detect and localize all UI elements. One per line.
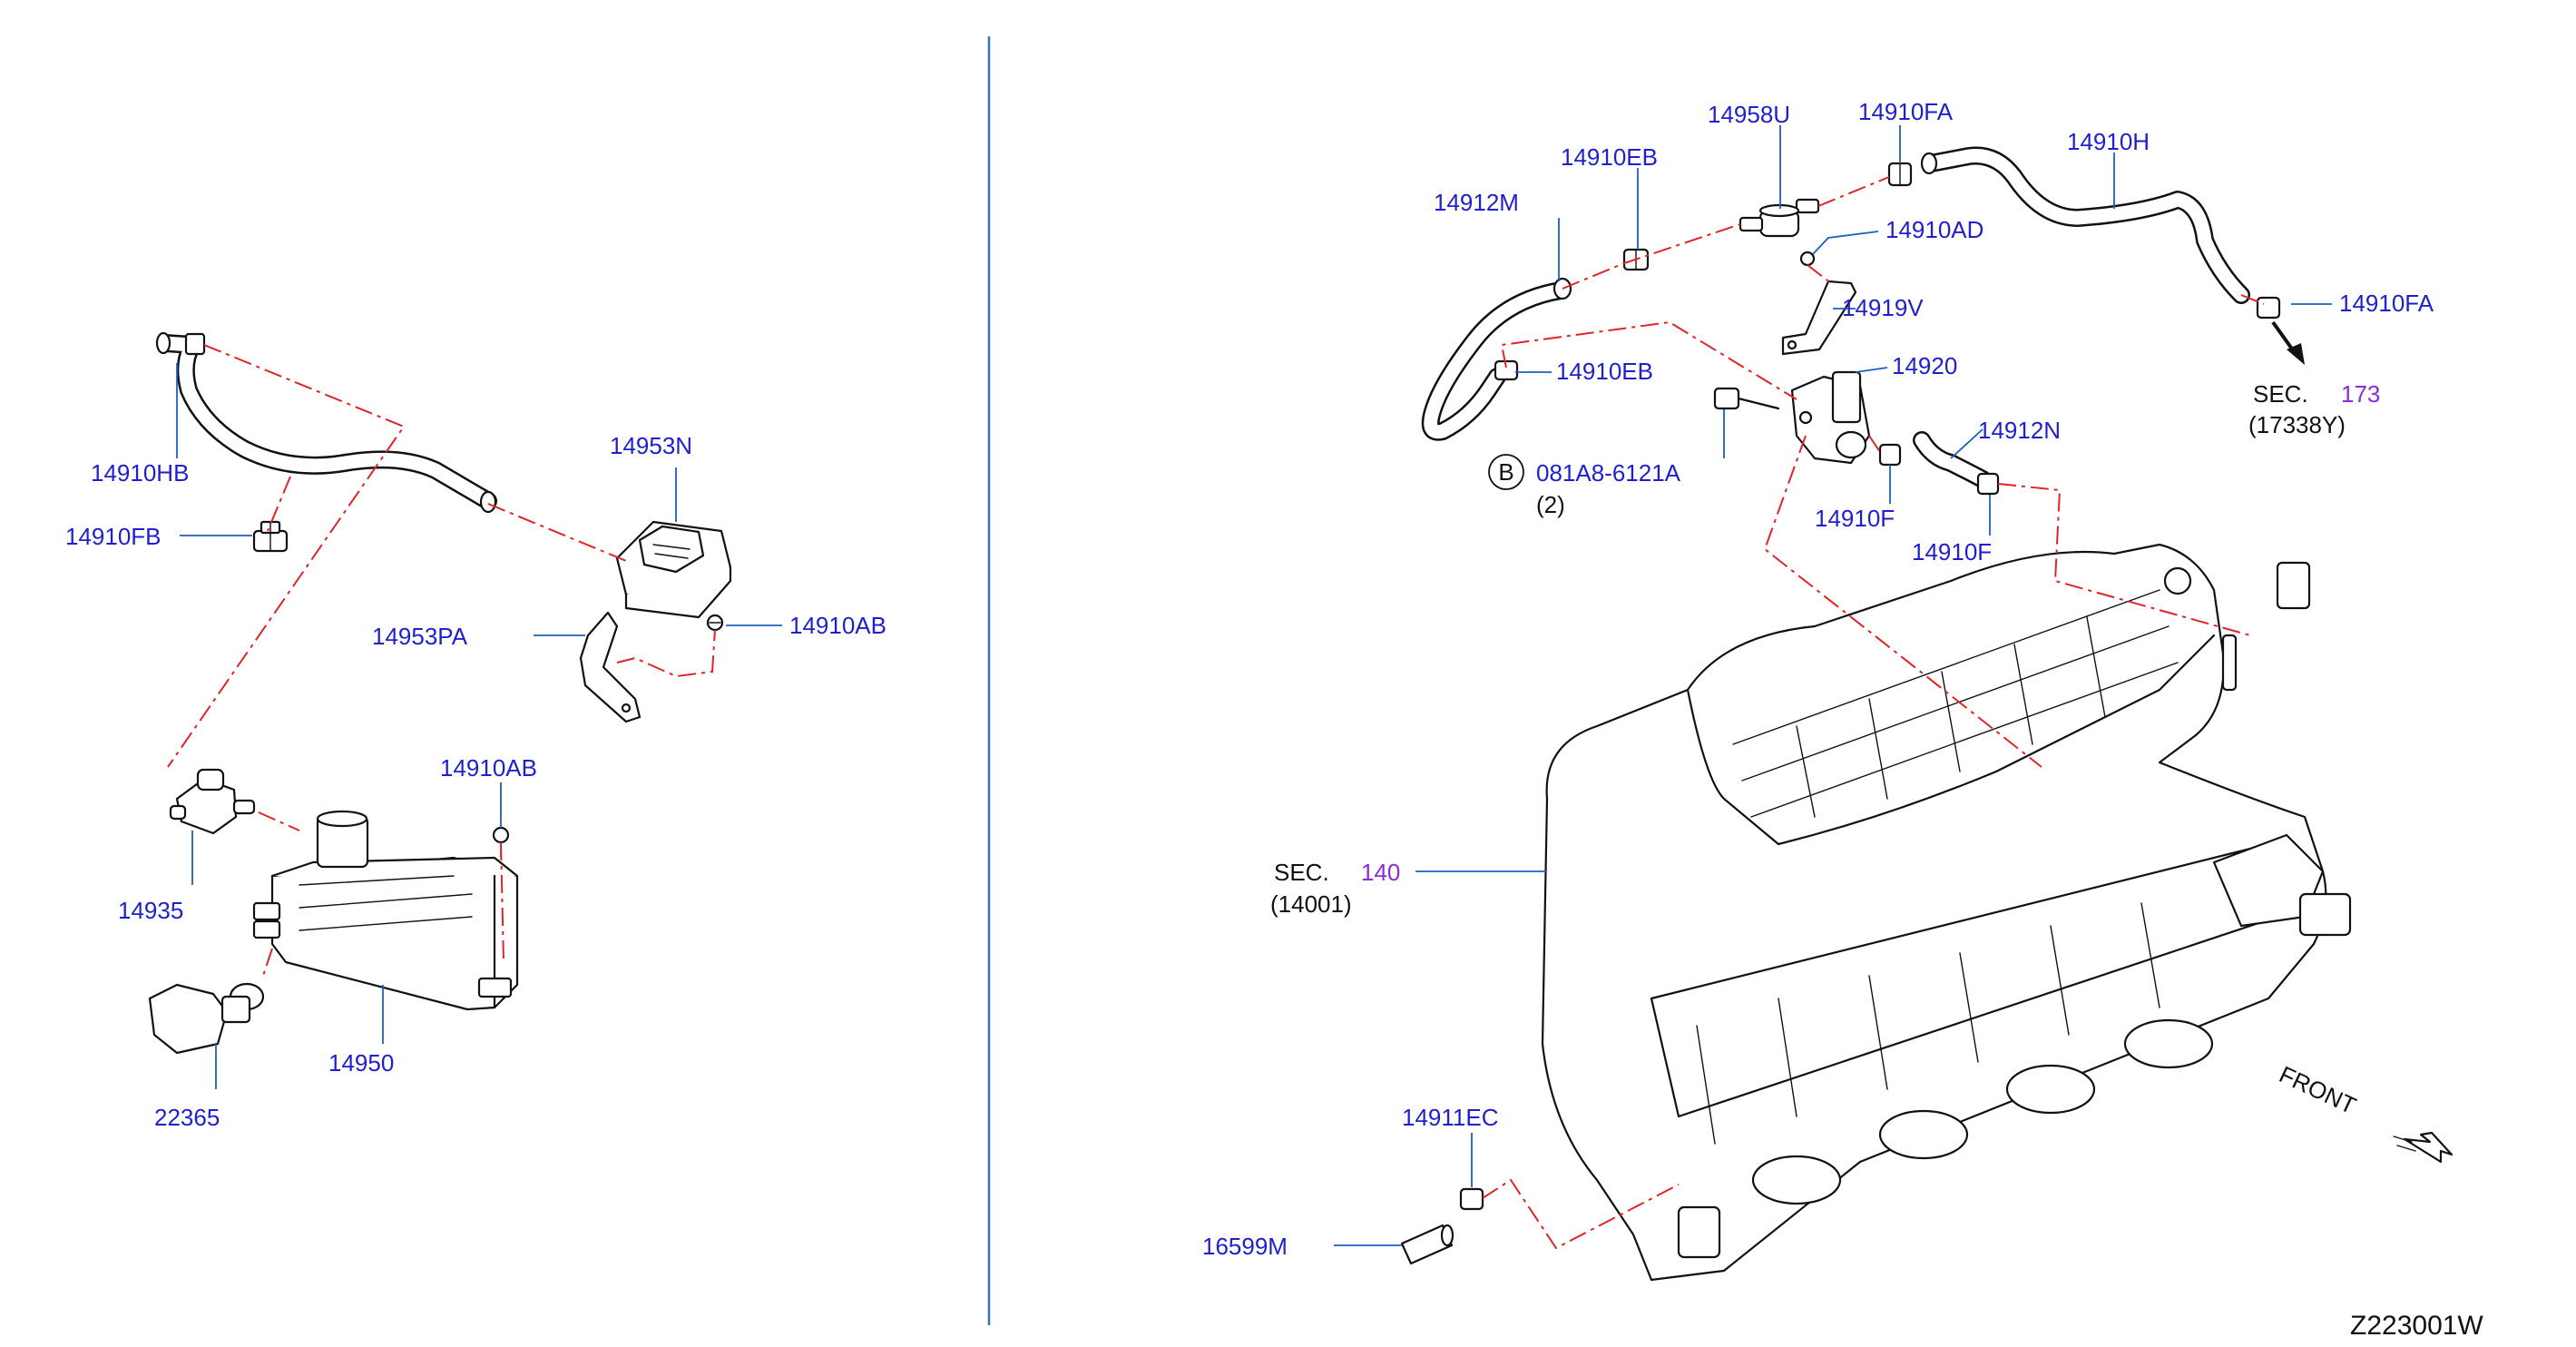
sec-173-number: 173 (2341, 380, 2380, 408)
right-panel: 14958U 14910FA 14910H 14910EB 14912M 149… (1202, 98, 2483, 1341)
label-14910F-b: 14910F (1912, 538, 1992, 565)
canister-cover-14953N (615, 520, 732, 619)
solenoid-14920 (1790, 370, 1871, 465)
bolt-b-callout: B 081A8-6121A (2) (1488, 454, 1681, 518)
label-081A8-6121A: 081A8-6121A (1536, 459, 1681, 487)
label-14920: 14920 (1892, 352, 1957, 379)
clip-14910F-a (1878, 443, 1902, 467)
label-14912M: 14912M (1434, 189, 1519, 216)
label-14953N: 14953N (610, 432, 692, 459)
label-14910FB: 14910FB (65, 523, 162, 550)
label-14912N: 14912N (1978, 417, 2061, 444)
hose-14910H (1920, 146, 2250, 304)
label-14910HB: 14910HB (91, 459, 189, 487)
label-14910AD: 14910AD (1885, 216, 1983, 243)
valve-14958U (1739, 198, 1820, 238)
canister-14950 (252, 810, 519, 1011)
label-14910H: 14910H (2067, 128, 2150, 155)
sec-173-subref: (17338Y) (2248, 411, 2346, 438)
bracket-14919V (1781, 280, 1857, 356)
sec-173-prefix: SEC. (2253, 380, 2308, 408)
cap-16599M (1400, 1224, 1455, 1265)
front-label: FRONT (2275, 1060, 2360, 1119)
bolt-b-letter: B (1498, 458, 1513, 486)
valve-14935 (169, 768, 256, 835)
sec-140-subref: (14001) (1270, 890, 1352, 918)
label-14950: 14950 (328, 1049, 394, 1077)
hose-14910HB (155, 331, 497, 514)
label-14910AB-lower: 14910AB (440, 754, 537, 782)
clip-14910FB (252, 520, 289, 553)
label-14910EB-lower: 14910EB (1556, 358, 1653, 385)
clip-14911EC (1459, 1187, 1484, 1211)
bolt-14910AD (1799, 251, 1816, 267)
clip-14910EB-lower (1494, 359, 1519, 381)
label-22365: 22365 (154, 1104, 220, 1131)
front-arrow-icon (2393, 1131, 2454, 1164)
sec-140-prefix: SEC. (1274, 859, 1329, 886)
label-14910AB-upper: 14910AB (789, 612, 886, 639)
hose-14912M (1421, 277, 1572, 441)
clip-14910F-b (1976, 472, 2000, 496)
section-140-ref: SEC. 140 (14001) (1270, 859, 1400, 918)
label-14910FA-lower: 14910FA (2339, 290, 2434, 317)
bolt-b-quantity: (2) (1536, 491, 1565, 518)
bracket-14953PA (579, 611, 642, 723)
label-14910F-a: 14910F (1815, 505, 1895, 532)
intake-manifold (1541, 543, 2352, 1282)
arrow-sec-173 (2271, 320, 2305, 365)
left-panel: 14910HB 14910FB 14953N 14953PA 14910AB 1… (65, 331, 886, 1131)
label-14958U: 14958U (1708, 101, 1790, 128)
bolt-14910AB-upper (706, 614, 724, 632)
clip-14910FA-upper (1887, 162, 1913, 187)
label-14919V: 14919V (1842, 294, 1924, 321)
section-173-ref: SEC. 173 (17338Y) (2248, 380, 2380, 438)
label-14910FA-upper: 14910FA (1858, 98, 1954, 125)
hose-14912N (1913, 431, 1992, 488)
sensor-22365 (148, 982, 265, 1055)
label-14910EB-upper: 14910EB (1561, 143, 1658, 171)
clip-14910FA-lower (2256, 296, 2281, 320)
label-14953PA: 14953PA (372, 623, 468, 650)
sec-140-number: 140 (1361, 859, 1400, 886)
label-14935: 14935 (118, 897, 183, 924)
label-16599M: 16599M (1202, 1233, 1288, 1260)
diagram-reference: Z223001W (2350, 1311, 2483, 1341)
label-14911EC: 14911EC (1402, 1104, 1499, 1131)
bolt-081A8-6121A (1713, 387, 1780, 410)
